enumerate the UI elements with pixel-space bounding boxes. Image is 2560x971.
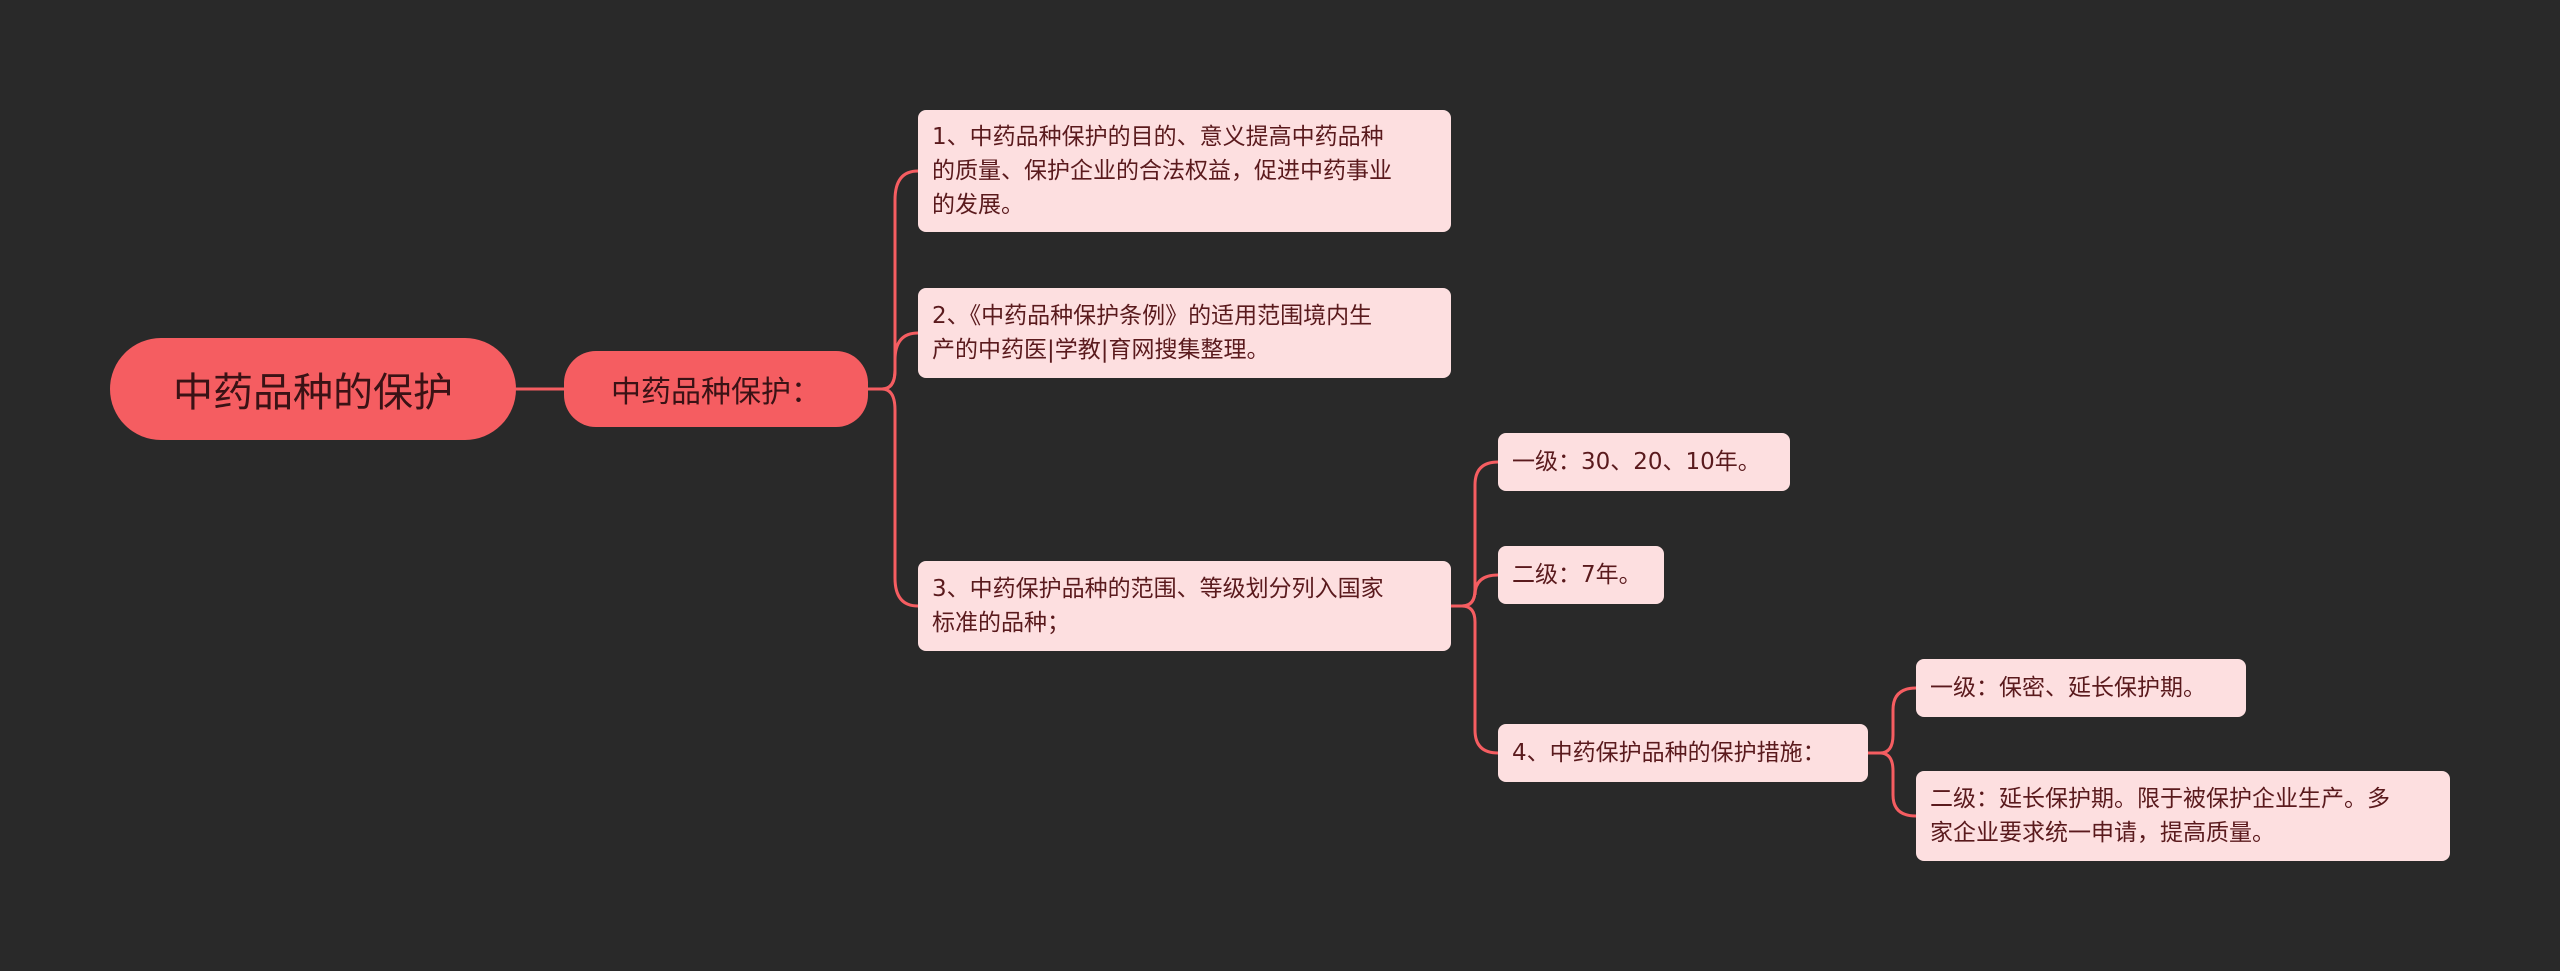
connector-topic3-level-1 <box>1449 460 1500 608</box>
topic-3-line-1: 3、中药保护品种的范围、等级划分列入国家 <box>932 576 1384 602</box>
connector-branch-topic-3 <box>866 387 920 608</box>
connector-topic3-level-3 <box>1449 604 1500 755</box>
measure-node-2[interactable]: 二级：延长保护期。限于被保护企业生产。多 家企业要求统一申请，提高质量。 <box>1916 771 2450 861</box>
topic-1-line-1: 1、中药品种保护的目的、意义提高中药品种 <box>932 124 1384 150</box>
topic-node-1[interactable]: 1、中药品种保护的目的、意义提高中药品种 的质量、保护企业的合法权益，促进中药事… <box>918 110 1451 232</box>
topic-2-line-1: 2、《中药品种保护条例》的适用范围境内生 <box>932 303 1373 329</box>
branch-node-label: 中药品种保护： <box>611 375 821 410</box>
topic-node-2[interactable]: 2、《中药品种保护条例》的适用范围境内生 产的中药医|学教|育网搜集整理。 <box>918 288 1451 378</box>
topic-1-line-3: 的发展。 <box>932 192 1024 218</box>
topic-1-line-2: 的质量、保护企业的合法权益，促进中药事业 <box>932 158 1392 184</box>
level-3-line-1: 4、中药保护品种的保护措施： <box>1512 740 1826 766</box>
connector-branch-topic-1 <box>866 169 920 391</box>
connector-level3-measure-2 <box>1866 751 1918 818</box>
level-node-1[interactable]: 一级：30、20、10年。 <box>1498 433 1790 491</box>
topic-node-3[interactable]: 3、中药保护品种的范围、等级划分列入国家 标准的品种； <box>918 561 1451 651</box>
root-node-label: 中药品种的保护 <box>173 370 453 416</box>
measure-2-line-1: 二级：延长保护期。限于被保护企业生产。多 <box>1930 786 2390 812</box>
root-node[interactable]: 中药品种的保护 <box>110 338 516 440</box>
measure-1-line-1: 一级：保密、延长保护期。 <box>1930 675 2206 701</box>
connector-level3-measure-1 <box>1866 686 1918 755</box>
level-node-2[interactable]: 二级：7年。 <box>1498 546 1664 604</box>
topic-2-line-2: 产的中药医|学教|育网搜集整理。 <box>932 337 1270 363</box>
measure-node-1[interactable]: 一级：保密、延长保护期。 <box>1916 659 2246 717</box>
topic-3-line-2: 标准的品种； <box>932 610 1070 636</box>
measure-2-line-2: 家企业要求统一申请，提高质量。 <box>1930 820 2275 846</box>
branch-node[interactable]: 中药品种保护： <box>564 351 868 427</box>
connector-branch-topic-2 <box>866 331 920 391</box>
level-1-line-1: 一级：30、20、10年。 <box>1512 449 1761 475</box>
level-2-line-1: 二级：7年。 <box>1512 562 1642 588</box>
level-node-3[interactable]: 4、中药保护品种的保护措施： <box>1498 724 1868 782</box>
